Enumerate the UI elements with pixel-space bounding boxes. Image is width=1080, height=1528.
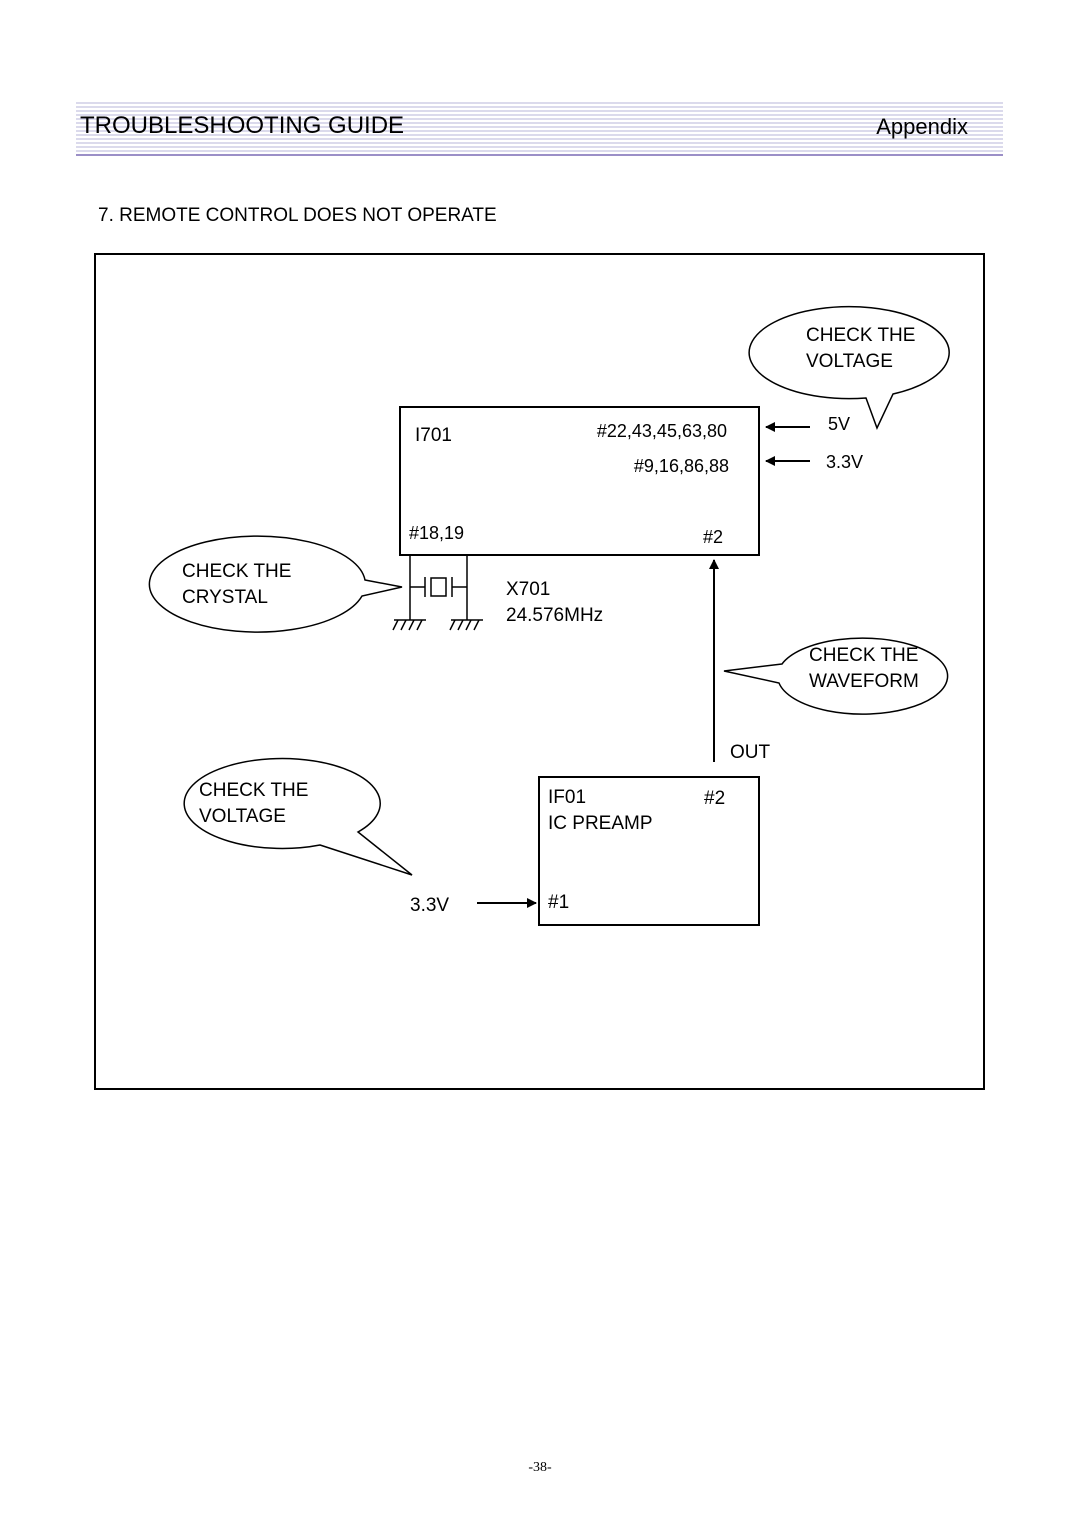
header-title: TROUBLESHOOTING GUIDE (80, 112, 405, 139)
header-rule (76, 102, 1003, 156)
preamp-desc: IC PREAMP (548, 813, 653, 834)
ic-main-pin-in: #2 (703, 527, 723, 547)
ic-main-name: I701 (415, 425, 452, 446)
callout-crystal (148, 535, 403, 633)
ic-main-box (399, 406, 760, 556)
ic-main-pins-5v: #22,43,45,63,80 (597, 421, 727, 441)
callout-voltage-bottom (183, 757, 413, 876)
preamp-box (538, 776, 760, 926)
preamp-supply-label: 3.3V (410, 895, 449, 916)
callout-voltage-bottom-line2: VOLTAGE (199, 806, 286, 827)
supply-3v3-label: 3.3V (826, 452, 863, 472)
crystal-symbol (392, 555, 483, 631)
preamp-pin-supply: #1 (548, 892, 569, 913)
callout-crystal-line1: CHECK THE (182, 561, 291, 582)
callout-waveform-line2: WAVEFORM (809, 671, 919, 692)
ic-main-pins-crystal: #18,19 (409, 523, 464, 543)
preamp-name: IF01 (548, 787, 586, 808)
callout-voltage-bottom-line1: CHECK THE (199, 780, 308, 801)
page-number: -38- (528, 1460, 552, 1475)
preamp-pin-out: #2 (704, 788, 725, 809)
callout-waveform-line1: CHECK THE (809, 645, 918, 666)
crystal-ref: X701 (506, 579, 550, 600)
callout-voltage-top (748, 305, 950, 430)
callout-voltage-top-line1: CHECK THE (806, 325, 915, 346)
section-title: 7. REMOTE CONTROL DOES NOT OPERATE (98, 205, 497, 226)
ic-main-pins-3v3: #9,16,86,88 (634, 456, 729, 476)
header-section: Appendix (876, 114, 968, 139)
callout-voltage-top-line2: VOLTAGE (806, 351, 893, 372)
callout-waveform (723, 637, 949, 715)
diagram-frame (94, 253, 985, 1090)
supply-5v-label: 5V (828, 414, 850, 434)
callout-crystal-line2: CRYSTAL (182, 587, 268, 608)
crystal-freq: 24.576MHz (506, 605, 603, 626)
preamp-out-label: OUT (730, 742, 771, 763)
